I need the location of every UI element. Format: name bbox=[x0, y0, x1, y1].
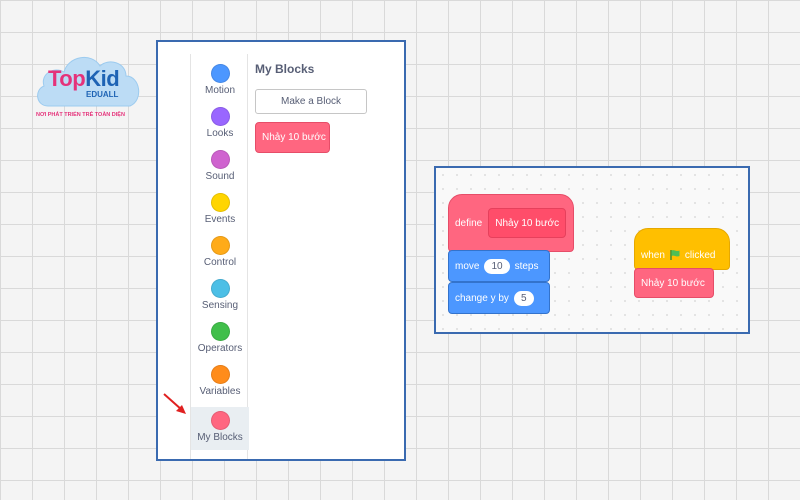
category-dot-control bbox=[210, 236, 230, 255]
cloud-shape bbox=[37, 57, 140, 107]
move-steps-block[interactable]: move 10 steps bbox=[448, 250, 550, 282]
category-operators[interactable]: Operators bbox=[191, 318, 249, 361]
topkid-logo: TopKid EDUALL NƠI PHÁT TRIỂN TRẺ TOÀN DI… bbox=[30, 44, 150, 124]
category-label: Looks bbox=[206, 128, 234, 139]
category-sound[interactable]: Sound bbox=[191, 146, 249, 189]
make-a-block-button[interactable]: Make a Block bbox=[255, 89, 367, 114]
logo-tagline: NƠI PHÁT TRIỂN TRẺ TOÀN DIỆN bbox=[36, 112, 125, 118]
define-name-block[interactable]: Nhảy 10 bước bbox=[488, 208, 567, 238]
define-block[interactable]: define Nhảy 10 bước bbox=[448, 194, 574, 252]
category-motion[interactable]: Motion bbox=[191, 60, 249, 103]
change-y-label: change y by bbox=[455, 292, 509, 304]
block-palette-panel: Motion Looks Sound Events Control Sensin… bbox=[156, 40, 406, 461]
code-area-panel: define Nhảy 10 bước move 10 steps change… bbox=[434, 166, 750, 334]
category-dot-sensing bbox=[210, 279, 230, 298]
move-steps-input[interactable]: 10 bbox=[484, 258, 510, 274]
category-dot-sound bbox=[210, 150, 230, 169]
move-label: move bbox=[455, 260, 480, 272]
category-menu: Motion Looks Sound Events Control Sensin… bbox=[190, 54, 249, 459]
category-control[interactable]: Control bbox=[191, 232, 249, 275]
define-label: define bbox=[455, 217, 483, 229]
category-label: Variables bbox=[199, 386, 241, 397]
category-looks[interactable]: Looks bbox=[191, 103, 249, 146]
category-dot-motion bbox=[210, 64, 230, 83]
call-nhay-10-buoc-block[interactable]: Nhảy 10 bước bbox=[634, 268, 714, 298]
category-label: Sensing bbox=[201, 300, 239, 311]
logo-brand-part1: Top bbox=[48, 66, 86, 91]
category-label: Sound bbox=[205, 171, 235, 182]
category-dot-events bbox=[210, 193, 230, 212]
when-flag-clicked-block[interactable]: when clicked bbox=[634, 228, 730, 270]
category-dot-my-blocks bbox=[210, 411, 230, 430]
category-label: My Blocks bbox=[197, 432, 243, 443]
palette-title: My Blocks bbox=[255, 62, 315, 76]
logo-brand: TopKid bbox=[48, 66, 120, 92]
green-flag-icon bbox=[670, 250, 680, 260]
category-events[interactable]: Events bbox=[191, 189, 249, 232]
category-variables[interactable]: Variables bbox=[191, 361, 249, 404]
change-y-input[interactable]: 5 bbox=[513, 290, 534, 306]
category-sensing[interactable]: Sensing bbox=[191, 275, 249, 318]
category-my-blocks[interactable]: My Blocks bbox=[191, 407, 249, 450]
category-dot-variables bbox=[210, 365, 230, 384]
custom-block-nhay-10-buoc[interactable]: Nhảy 10 bước bbox=[255, 122, 330, 153]
red-arrow-icon bbox=[163, 393, 186, 414]
clicked-label: clicked bbox=[684, 249, 716, 261]
category-label: Operators bbox=[197, 343, 243, 354]
when-label: when bbox=[641, 249, 665, 261]
category-dot-looks bbox=[210, 107, 230, 126]
logo-sub: EDUALL bbox=[86, 90, 119, 99]
move-unit-label: steps bbox=[514, 260, 539, 272]
change-y-block[interactable]: change y by 5 bbox=[448, 282, 550, 314]
logo-brand-part2: Kid bbox=[85, 66, 120, 91]
category-label: Events bbox=[204, 214, 236, 225]
category-label: Motion bbox=[204, 85, 235, 96]
category-dot-operators bbox=[210, 322, 230, 341]
category-label: Control bbox=[203, 257, 237, 268]
